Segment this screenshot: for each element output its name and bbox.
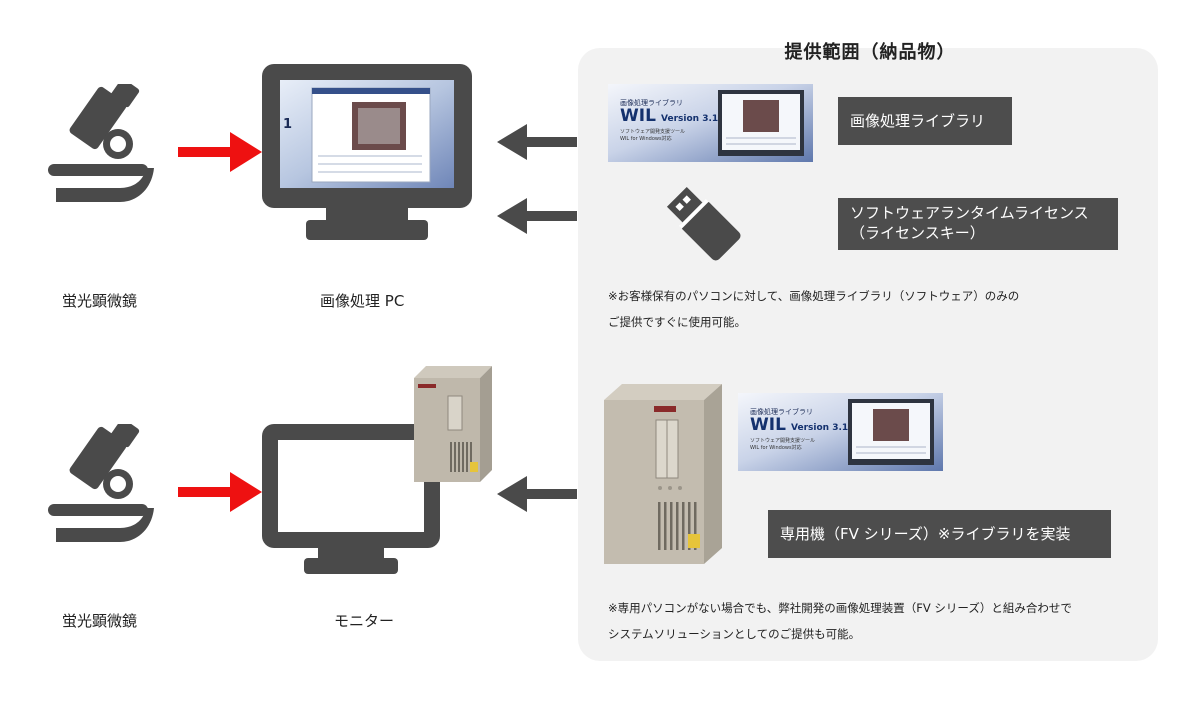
product-line2: WIL Version 3.1 xyxy=(620,106,718,126)
license-label-line1: ソフトウェアランタイムライセンス xyxy=(850,204,1089,222)
note1: ※お客様保有のパソコンに対して、画像処理ライブラリ（ソフトウェア）のみの ご提供… xyxy=(608,283,1019,335)
product-line2: WIL Version 3.1 xyxy=(750,415,848,435)
product-brand: WIL xyxy=(620,106,656,126)
pc-label: 画像処理 PC xyxy=(320,292,405,310)
usb-key-icon xyxy=(660,182,746,264)
monitor-icon xyxy=(262,424,440,576)
license-label-line2: （ライセンスキー） xyxy=(850,224,985,243)
panel-title: 提供範囲（納品物） xyxy=(784,42,956,63)
dedicated-unit-label-box: 専用機（FV シリーズ）※ライブラリを実装 xyxy=(768,510,1111,558)
arrow-left-icon xyxy=(497,476,577,512)
monitor-label: モニター xyxy=(334,612,395,630)
fv-unit-small xyxy=(414,366,492,482)
microscope-icon xyxy=(48,84,156,202)
arrow-right-icon xyxy=(178,132,262,172)
note1-line1: ※お客様保有のパソコンに対して、画像処理ライブラリ（ソフトウェア）のみの xyxy=(608,289,1020,303)
monitor-icon xyxy=(262,64,472,242)
microscope-icon xyxy=(48,424,156,542)
license-label-box: ソフトウェアランタイムライセンス （ライセンスキー） xyxy=(838,198,1118,250)
screen-digit: 1 xyxy=(283,117,293,132)
library-label-box: 画像処理ライブラリ xyxy=(838,97,1012,145)
product-line4: WIL for Windows対応 xyxy=(750,445,802,451)
fv-unit-large xyxy=(604,384,722,566)
product-line3: ソフトウェア開発支援ツール xyxy=(750,438,816,444)
product-line1: 画像処理ライブラリ xyxy=(750,408,813,416)
product-line4: WIL for Windows対応 xyxy=(620,136,672,142)
arrow-left-icon xyxy=(497,198,577,234)
product-brand: WIL xyxy=(750,415,786,435)
note2-line2: システムソリューションとしてのご提供も可能。 xyxy=(608,627,861,641)
product-version: Version 3.1 xyxy=(791,423,849,433)
note1-line2: ご提供ですぐに使用可能。 xyxy=(608,315,746,329)
arrow-right-icon xyxy=(178,472,262,512)
microscope-label: 蛍光顕微鏡 xyxy=(62,292,138,310)
product-version: Version 3.1 xyxy=(661,114,719,124)
arrow-left-icon xyxy=(497,124,577,160)
product-line3: ソフトウェア開発支援ツール xyxy=(620,129,686,135)
library-product-image: 画像処理ライブラリ WIL Version 3.1 ソフトウェア開発支援ツール … xyxy=(738,393,943,471)
note2-line1: ※専用パソコンがない場合でも、弊社開発の画像処理装置（FV シリーズ）と組み合わ… xyxy=(608,601,1072,615)
microscope-label: 蛍光顕微鏡 xyxy=(62,612,138,630)
library-product-image: 画像処理ライブラリ WIL Version 3.1 ソフトウェア開発支援ツール … xyxy=(608,84,813,162)
note2: ※専用パソコンがない場合でも、弊社開発の画像処理装置（FV シリーズ）と組み合わ… xyxy=(608,595,1072,647)
product-line1: 画像処理ライブラリ xyxy=(620,99,683,107)
